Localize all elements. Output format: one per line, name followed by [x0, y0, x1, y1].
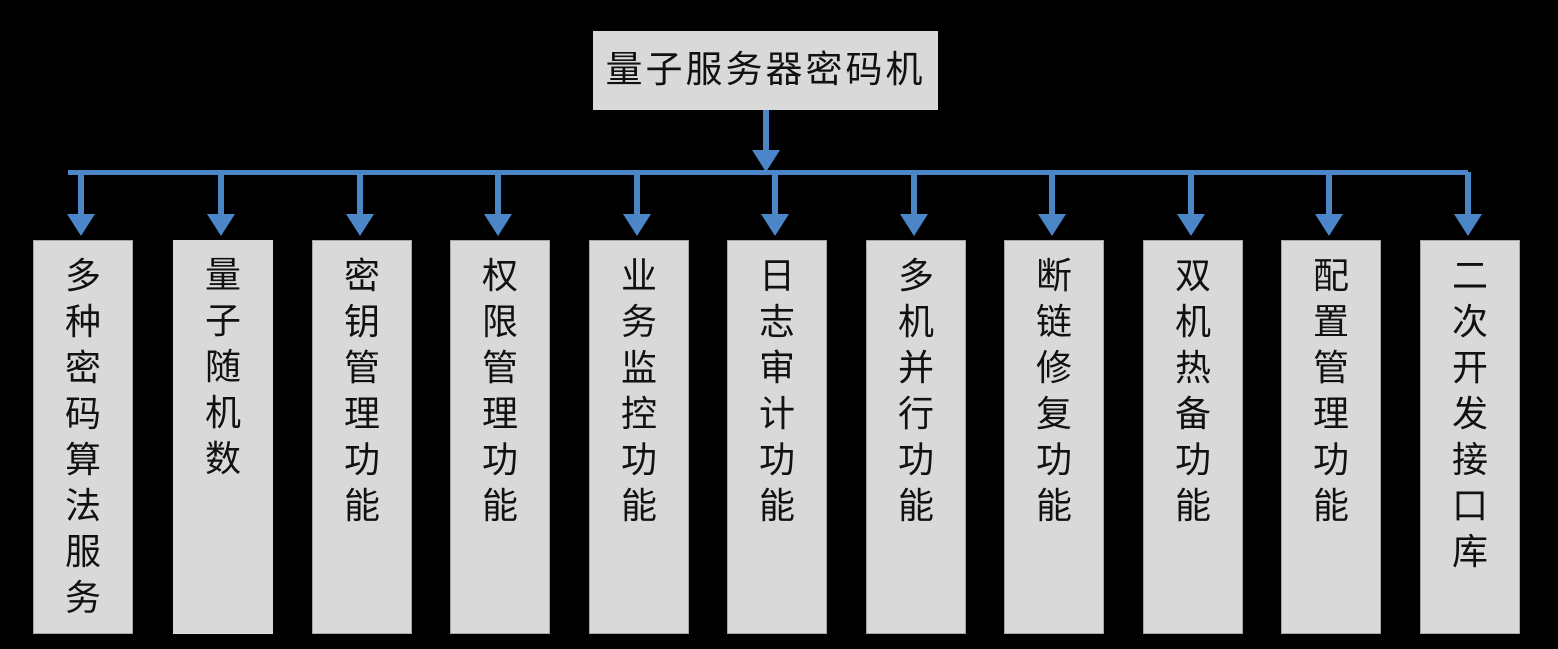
leaf-node-label: 配置管理功能: [1312, 256, 1349, 526]
leaf-node[interactable]: 密钥管理功能: [312, 240, 412, 634]
root-node[interactable]: 量子服务器密码机: [593, 31, 938, 110]
child-connector-arrow-icon: [484, 214, 512, 236]
distribution-bus-line: [68, 170, 1468, 175]
child-connector-arrow-icon: [1177, 214, 1205, 236]
child-connector-line: [357, 172, 363, 218]
child-connector-arrow-icon: [900, 214, 928, 236]
child-connector-arrow-icon: [1315, 214, 1343, 236]
leaf-node[interactable]: 双机热备功能: [1143, 240, 1243, 634]
child-connector-line: [634, 172, 640, 218]
leaf-node[interactable]: 配置管理功能: [1281, 240, 1381, 634]
leaf-node-label: 二次开发接口库: [1451, 256, 1488, 572]
leaf-node-label: 多机并行功能: [897, 256, 934, 526]
child-connector-arrow-icon: [1038, 214, 1066, 236]
leaf-node-label: 量子随机数: [204, 255, 241, 479]
root-connector-line: [763, 110, 769, 152]
leaf-node-label: 日志审计功能: [758, 256, 795, 526]
child-connector-arrow-icon: [207, 214, 235, 236]
child-connector-line: [218, 172, 224, 218]
leaf-node-label: 多种密码算法服务: [64, 256, 101, 618]
child-connector-line: [1465, 172, 1471, 218]
child-connector-arrow-icon: [761, 214, 789, 236]
root-connector-arrow-icon: [752, 150, 780, 172]
leaf-node[interactable]: 多种密码算法服务: [33, 240, 133, 634]
child-connector-line: [911, 172, 917, 218]
child-connector-line: [1326, 172, 1332, 218]
leaf-node-label: 双机热备功能: [1174, 256, 1211, 526]
child-connector-line: [772, 172, 778, 218]
leaf-node-label: 权限管理功能: [481, 256, 518, 526]
leaf-node[interactable]: 业务监控功能: [589, 240, 689, 634]
leaf-node[interactable]: 量子随机数: [173, 240, 273, 634]
root-node-label: 量子服务器密码机: [605, 50, 926, 91]
leaf-node[interactable]: 日志审计功能: [727, 240, 827, 634]
leaf-node[interactable]: 多机并行功能: [866, 240, 966, 634]
child-connector-arrow-icon: [67, 214, 95, 236]
leaf-node[interactable]: 断链修复功能: [1004, 240, 1104, 634]
child-connector-arrow-icon: [623, 214, 651, 236]
leaf-node[interactable]: 二次开发接口库: [1420, 240, 1520, 634]
leaf-node[interactable]: 权限管理功能: [450, 240, 550, 634]
leaf-node-label: 业务监控功能: [620, 256, 657, 526]
leaf-node-label: 断链修复功能: [1035, 256, 1072, 526]
child-connector-line: [1049, 172, 1055, 218]
child-connector-line: [78, 172, 84, 218]
child-connector-line: [495, 172, 501, 218]
child-connector-arrow-icon: [346, 214, 374, 236]
child-connector-arrow-icon: [1454, 214, 1482, 236]
leaf-node-label: 密钥管理功能: [343, 256, 380, 526]
child-connector-line: [1188, 172, 1194, 218]
